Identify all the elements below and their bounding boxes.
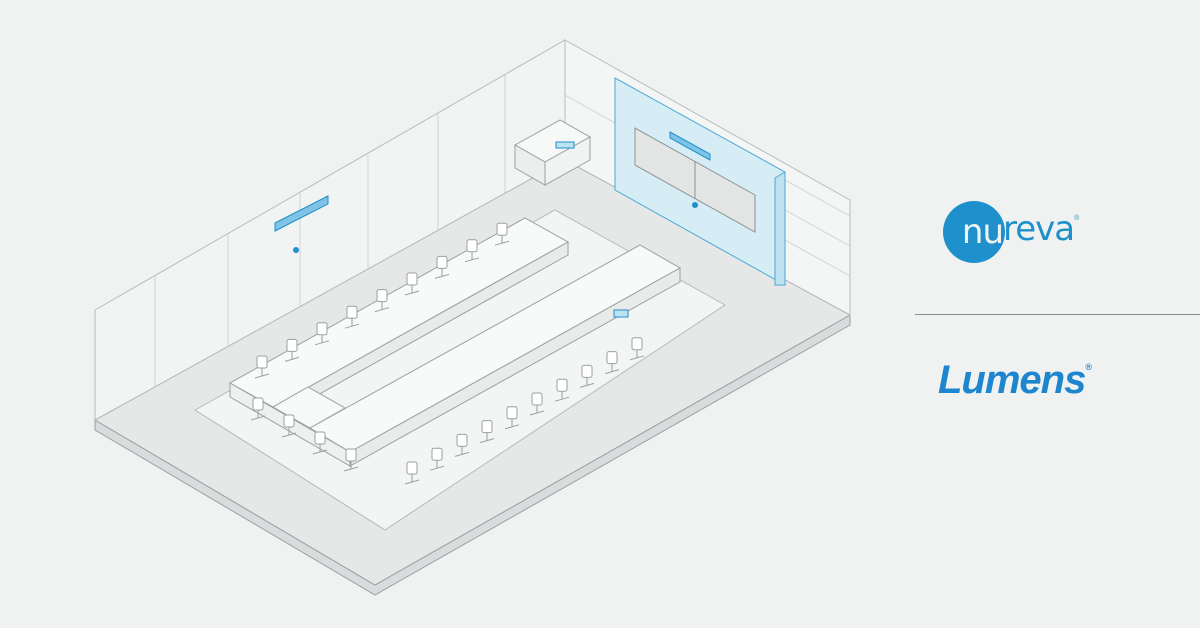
chair	[312, 431, 328, 455]
lumens-logo-text: Lumens	[938, 358, 1086, 402]
camera	[692, 202, 698, 208]
nureva-logo: nu reva ®	[943, 201, 1079, 263]
chair	[250, 397, 266, 421]
wall-camera	[293, 247, 299, 253]
lumens-registered-mark: ®	[1085, 362, 1092, 372]
chair	[254, 355, 270, 379]
chair	[494, 222, 510, 246]
nureva-registered-mark: ®	[1074, 214, 1080, 222]
chair	[343, 448, 359, 472]
lumens-logo: Lumens®	[938, 358, 1092, 403]
chair	[344, 305, 360, 329]
chair	[479, 420, 495, 444]
chair	[404, 272, 420, 296]
chair	[464, 239, 480, 263]
chair	[404, 461, 420, 485]
chair	[314, 322, 330, 346]
chair	[554, 378, 570, 402]
logo-divider	[915, 314, 1200, 315]
chair	[284, 338, 300, 362]
table-microphone	[613, 309, 629, 318]
wall-panel-lines	[154, 75, 851, 386]
chair	[374, 289, 390, 313]
chair	[281, 414, 297, 438]
nureva-logo-circle: nu	[943, 201, 1005, 263]
nureva-logo-text: reva	[1003, 209, 1075, 249]
chair	[434, 255, 450, 279]
chair	[579, 364, 595, 388]
credenza-device	[555, 141, 575, 149]
chair	[454, 433, 470, 457]
chair	[604, 351, 620, 375]
u-shaped-tables	[228, 217, 682, 467]
chair	[529, 392, 545, 416]
video-bar	[669, 131, 711, 161]
chair	[504, 406, 520, 430]
chair	[429, 447, 445, 471]
chair	[629, 337, 645, 361]
wall-audio-bar	[274, 195, 329, 232]
